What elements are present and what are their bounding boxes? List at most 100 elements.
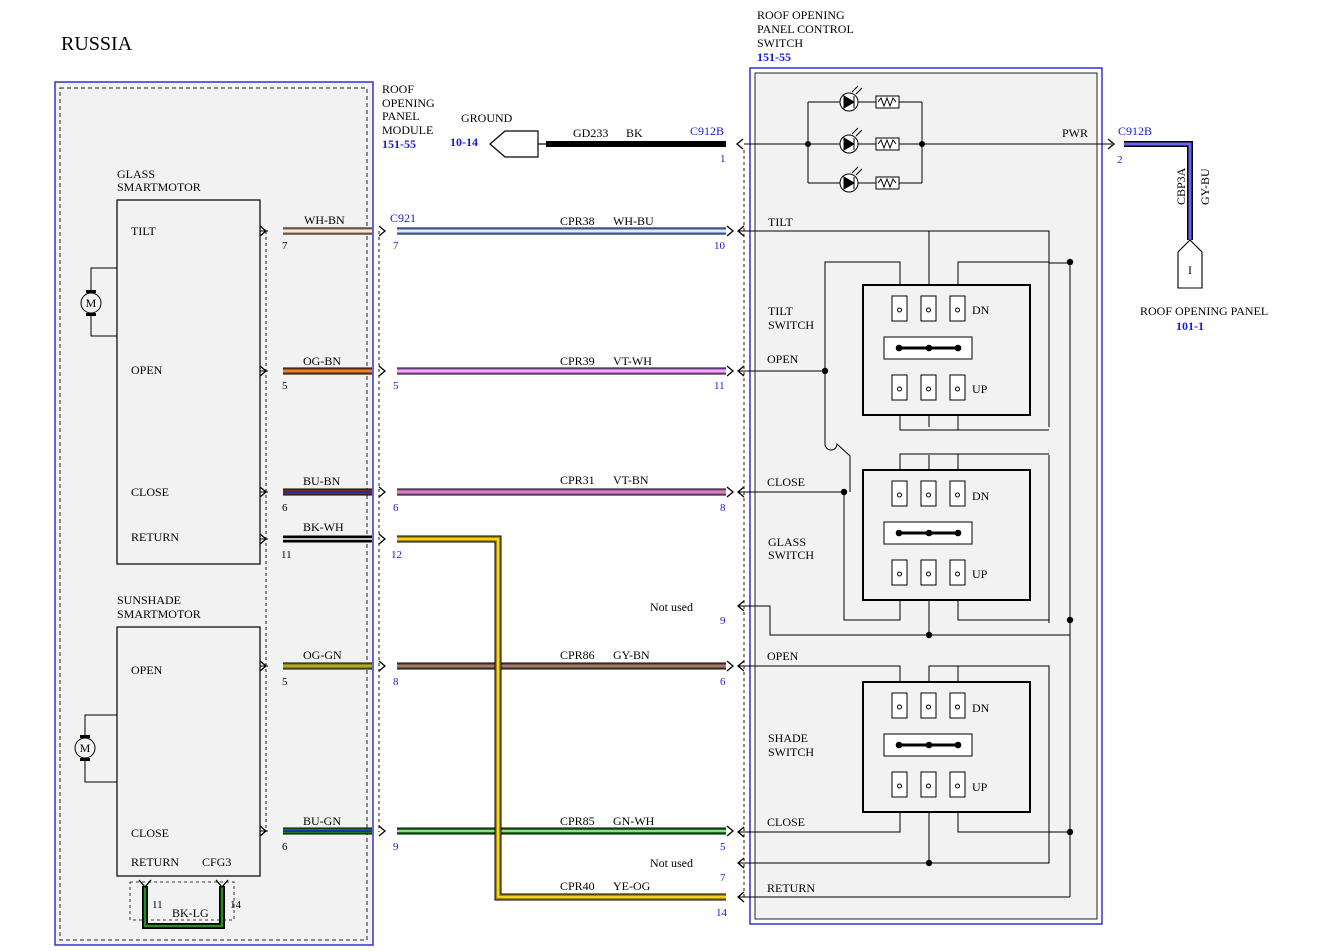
switch-name-3: SWITCH <box>757 36 803 50</box>
glass-pin-open: OPEN <box>131 363 163 377</box>
ground-circuit: GD233 <box>573 126 608 140</box>
switch-chevron-0 <box>726 225 735 237</box>
wire6-switch-label: CLOSE <box>767 815 805 829</box>
wire6-color: GN-WH <box>613 814 655 828</box>
module-ref: 151-55 <box>382 137 416 151</box>
roof-opening-panel-ref: 101-1 <box>1176 319 1204 333</box>
page-title: RUSSIA <box>61 33 133 55</box>
glass-contact-bot-pt-1 <box>926 571 931 577</box>
sunshade-motor-symbol <box>74 714 117 783</box>
glass-switch-up: UP <box>972 567 988 581</box>
glass-motor-name-2: SMARTMOTOR <box>117 180 201 194</box>
shade-slider-dot-1 <box>925 741 933 749</box>
wire6-switch-pin: 5 <box>720 841 726 853</box>
switch-ref: 151-55 <box>757 50 791 64</box>
glass-slider-dot-1 <box>925 529 933 537</box>
shade-contact-top-pt-0 <box>897 704 902 710</box>
glass-switch-name-2: SWITCH <box>768 548 814 562</box>
wire5-switch-pin: 6 <box>720 676 726 688</box>
wire2-motor-pin: 5 <box>282 380 288 392</box>
wire1-switch-label: TILT <box>768 215 794 229</box>
shade-switch-name-1: SHADE <box>768 731 808 745</box>
jumper-pin-11: 11 <box>152 899 163 911</box>
tilt-contact-bot-pt-1 <box>926 386 931 392</box>
wire5-motor-pin: 5 <box>282 676 288 688</box>
sunshade-motor-m: M <box>80 741 91 755</box>
wire3-motor-color: BU-BN <box>303 474 341 488</box>
glass-pin-return: RETURN <box>131 530 179 544</box>
wire4-motor-color: BK-WH <box>303 520 344 534</box>
wire1-module-pin: 7 <box>393 240 399 252</box>
shade-pin-return: RETURN <box>131 855 179 869</box>
pwr-connector: C912B <box>1118 124 1152 138</box>
switch-chevron-5 <box>726 825 735 837</box>
shade-pin-open: OPEN <box>131 663 163 677</box>
wire2-switch-label: OPEN <box>767 352 799 366</box>
glass-contact-bot-pt-0 <box>897 571 902 577</box>
fuse-symbol: I <box>1188 263 1192 277</box>
motor-chevron-1 <box>259 365 268 377</box>
switch-chevron-4 <box>726 660 735 672</box>
wire6-motor-color: BU-GN <box>303 814 341 828</box>
wire1-switch-pin: 10 <box>714 240 726 252</box>
glass-switch-dn: DN <box>972 489 990 503</box>
switch-chevrons <box>737 225 745 903</box>
shade-contact-bot-pt-0 <box>897 783 902 789</box>
roof-opening-panel-name: ROOF OPENING PANEL <box>1140 304 1268 318</box>
glass-contact-top-pt-1 <box>926 492 931 498</box>
wire1-motor-color: WH-BN <box>304 213 345 227</box>
ground-pin: 1 <box>720 153 726 165</box>
shade-switch-up: UP <box>972 780 988 794</box>
pwr-pin: 2 <box>1117 154 1123 166</box>
pwr-color: GY-BU <box>1198 168 1212 205</box>
wire1-motor-pin: 7 <box>282 240 288 252</box>
pwr-label: PWR <box>1062 126 1088 140</box>
shade-slider-dot-0 <box>895 741 903 749</box>
glass-pin-tilt: TILT <box>131 224 157 238</box>
module-chevron-2 <box>378 486 387 498</box>
wire5-module-pin: 8 <box>393 676 399 688</box>
module-name-line-1: ROOF <box>382 82 414 96</box>
shade-contact-bot-pt-2 <box>955 783 960 789</box>
glass-pin-close: CLOSE <box>131 485 169 499</box>
ground-connector: C912B <box>690 124 724 138</box>
tilt-switch-name-2: SWITCH <box>768 318 814 332</box>
illumination-leds <box>744 85 1112 193</box>
wire7-switch-label: RETURN <box>767 881 815 895</box>
glass-contact-bot-pt-2 <box>955 571 960 577</box>
switch-name-1: ROOF OPENING <box>757 8 845 22</box>
tilt-contact-top-pt-1 <box>926 307 931 313</box>
wire7-color: YE-OG <box>613 879 651 893</box>
tilt-contact-bot-pt-0 <box>897 386 902 392</box>
notused9-pin: 9 <box>720 615 726 627</box>
motor-chevron-5 <box>259 825 268 837</box>
tilt-slider-dot-1 <box>925 344 933 352</box>
module-chevron-3 <box>378 533 387 545</box>
wire5-circuit: CPR86 <box>560 648 595 662</box>
wires-layer <box>259 225 735 901</box>
motor-chevron-0 <box>259 225 268 237</box>
wire2-circuit: CPR39 <box>560 354 595 368</box>
return-wire-stripe <box>397 538 726 898</box>
glass-motor-name-1: GLASS <box>117 167 155 181</box>
tilt-contact-top-pt-2 <box>955 307 960 313</box>
glass-slider-dot-2 <box>954 529 962 537</box>
return-wire-trace <box>397 536 726 900</box>
glass-motor-symbol <box>80 267 117 337</box>
wire4-module-pin: 12 <box>391 549 402 561</box>
wire3-color: VT-BN <box>613 473 649 487</box>
return-wire-outline <box>397 535 726 901</box>
wire7-circuit: CPR40 <box>560 879 595 893</box>
ground-label: GROUND <box>461 111 513 125</box>
glass-motor-m: M <box>86 296 97 310</box>
jumper-wire <box>129 879 235 929</box>
glass-contact-top-pt-0 <box>897 492 902 498</box>
wire2-switch-pin: 11 <box>714 380 725 392</box>
sunshade-smartmotor <box>116 626 261 877</box>
module-name-line-4: MODULE <box>382 123 433 137</box>
switch-chevron-2 <box>726 486 735 498</box>
wire3-switch-pin: 8 <box>720 502 726 514</box>
shade-switch-name-2: SWITCH <box>768 745 814 759</box>
ground-color: BK <box>626 126 643 140</box>
wire7-switch-pin: 14 <box>716 907 728 919</box>
